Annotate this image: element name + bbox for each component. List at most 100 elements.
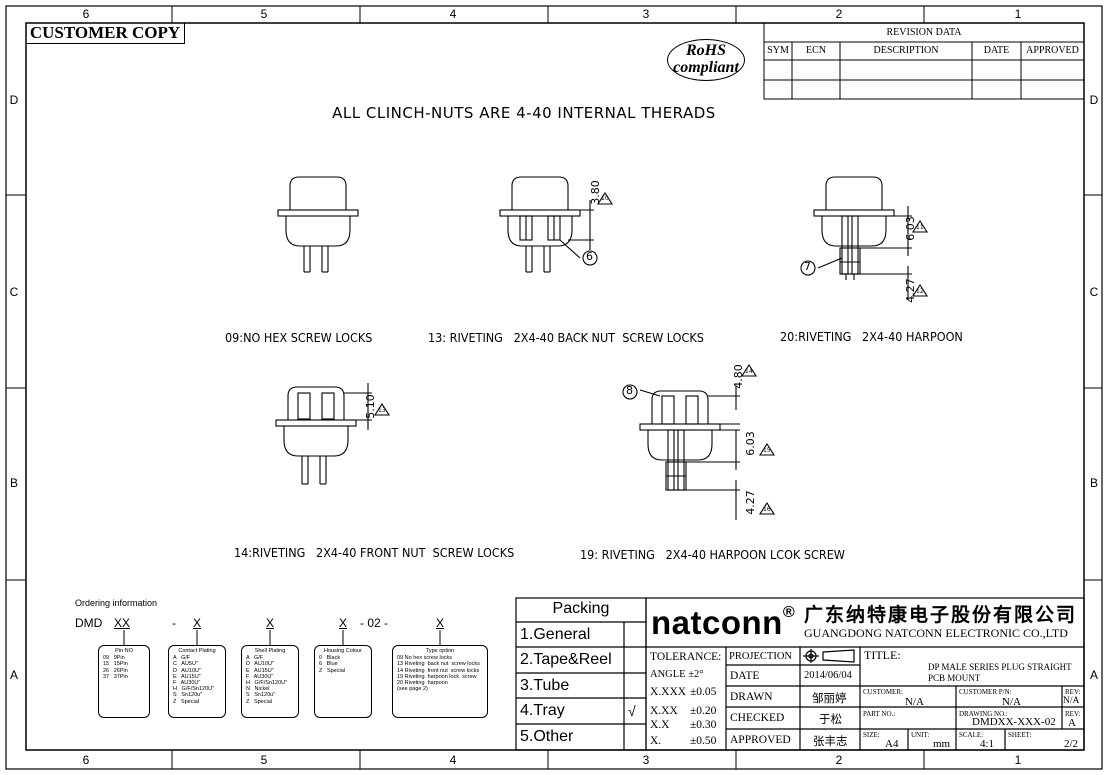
box-title: Contact Plating [178,648,216,654]
row-label: A [9,668,18,682]
drawing-no-label: DRAWING NO.: [959,710,1008,718]
company-logo: natconn® [651,604,795,642]
box-line: H G/F/Sn120U" [246,680,288,687]
rev-value-2: A [1068,717,1076,729]
box-line: Z Special [319,667,345,674]
box-line: 20 Riveting harpoon [397,680,448,687]
ordering-box-pin: Pin NO 09 9Pin 15 15Pin 26 26Pin 37 37Pi… [98,645,150,718]
date-value: 2014/06/04 [804,670,852,681]
row-label: D [1089,93,1099,107]
tol-key: X. [650,735,662,747]
col-label: 2 [835,753,843,767]
callout-v20: 7 [804,260,811,273]
drawn-label: DRAWN [730,691,773,703]
checked-value: 于松 [819,714,842,726]
box-line: Z Special [173,698,199,705]
col-label: 6 [82,753,90,767]
box-line: 09 9Pin [103,655,125,662]
scale-value: 4:1 [980,738,995,750]
scale-label: SCALE: [959,731,984,739]
title-line1: DP MALE SERIES PLUG STRAIGHT [928,662,1072,672]
ordering-code-xx: XX [114,616,131,630]
rev-label: REV: [1065,688,1081,696]
title-label: TITLE: [864,648,901,662]
connector-view-19 [622,363,776,520]
rohs-line2: compliant [673,59,739,76]
box-title: Pin NO [115,648,133,654]
box-line: 19 Riveting harpoon lock screw [397,673,477,680]
customer-value: N/A [905,696,924,708]
dim-v14: 5.10 [363,394,377,419]
box-line: S Sn120u" [173,692,203,699]
registered-mark: ® [782,604,796,621]
dim-v13: 3.80 [588,180,602,205]
box-line: 15 15Pin [103,661,128,668]
box-title: Type option [425,648,455,654]
col-label: 4 [449,753,457,767]
col-label: 5 [260,753,268,767]
box-line: 14 Riveting front nut screw locks [397,667,480,674]
col-label: 5 [260,7,268,21]
caption-view-19: 19: RIVETING 2X4-40 HARPOON LCOK SCREW [580,547,845,562]
rev-header-description: DESCRIPTION [873,45,939,56]
ordering-code-x1: X [193,616,202,630]
ordering-box-housing: Housing Colour 0 Black 6 Blue Z Special [314,645,372,718]
packing-item: 1.General [520,626,591,643]
flag2-v20: 12 [916,288,924,295]
ordering-box-contact: Contact Plating A G/F C AU5U" D AU10U" E… [168,645,226,718]
packing-item: 4.Tray [520,702,565,719]
flag1-v19: 14 [745,368,753,375]
callout-v13: 6 [586,250,593,263]
box-line: F AU30U" [246,673,274,680]
ordering-code-x3: X [339,616,348,630]
caption-view-13: 13: RIVETING 2X4-40 BACK NUT SCREW LOCKS [428,330,704,345]
packing-item: 5.Other [520,728,574,745]
ordering-code-02: - 02 - [360,616,389,630]
size-label: SIZE: [863,731,880,739]
drawn-value: 邹丽婷 [812,693,847,705]
sheet-value: 2/2 [1064,738,1079,750]
rev-header-date: DATE [983,45,1010,56]
row-label: D [9,93,19,107]
col-label: 2 [835,7,843,21]
dim2-v20: 4.27 [903,278,917,303]
box-line: E AU15U" [173,673,201,680]
rohs-line1: RoHS [685,42,726,59]
caption-view-14: 14:RIVETING 2X4-40 FRONT NUT SCREW LOCKS [234,545,515,560]
connector-view-13 [499,176,614,273]
box-line: 26 26Pin [103,667,128,674]
box-line: E AU15U" [246,667,274,674]
box-line: 09 No hex screw locks [397,655,453,662]
rev-label: REV: [1065,710,1081,718]
rohs-badge: RoHS compliant [667,39,745,81]
col-label: 1 [1014,7,1022,21]
box-line: H G/F/Sn120U" [173,686,215,693]
dim3-v19: 4.27 [743,490,757,515]
row-label: C [1089,285,1099,299]
checked-label: CHECKED [730,712,785,724]
date-label: DATE [730,670,760,682]
col-label: 3 [642,753,650,767]
packing-item: 3.Tube [520,677,570,694]
ordering-box-shell: Shell Plating A G/F D AU10U" E AU15U" F … [241,645,299,718]
col-label: 3 [642,7,650,21]
revision-table [763,22,1085,100]
box-line: (see page 2) [397,686,428,693]
flag3-v19: 16 [763,506,771,513]
box-title: Shell Plating [254,648,286,654]
tol-val: ±0.30 [690,719,717,731]
col-label: 1 [1014,753,1022,767]
ordering-code-x2: X [266,616,275,630]
box-title: Housing Colour [324,648,362,654]
caption-view-20: 20:RIVETING 2X4-40 HARPOON [780,329,963,344]
unit-label: UNIT: [911,731,930,739]
box-line: A G/F [246,655,264,662]
box-line: Z Special [246,698,272,705]
connector-view-20 [800,176,929,300]
row-label: B [1089,476,1098,490]
ordering-code-x4: X [436,616,445,630]
customer-copy-label: CUSTOMER COPY [26,23,185,44]
tol-val: ±0.20 [690,705,717,717]
tol-key: X.XXX [650,686,687,698]
